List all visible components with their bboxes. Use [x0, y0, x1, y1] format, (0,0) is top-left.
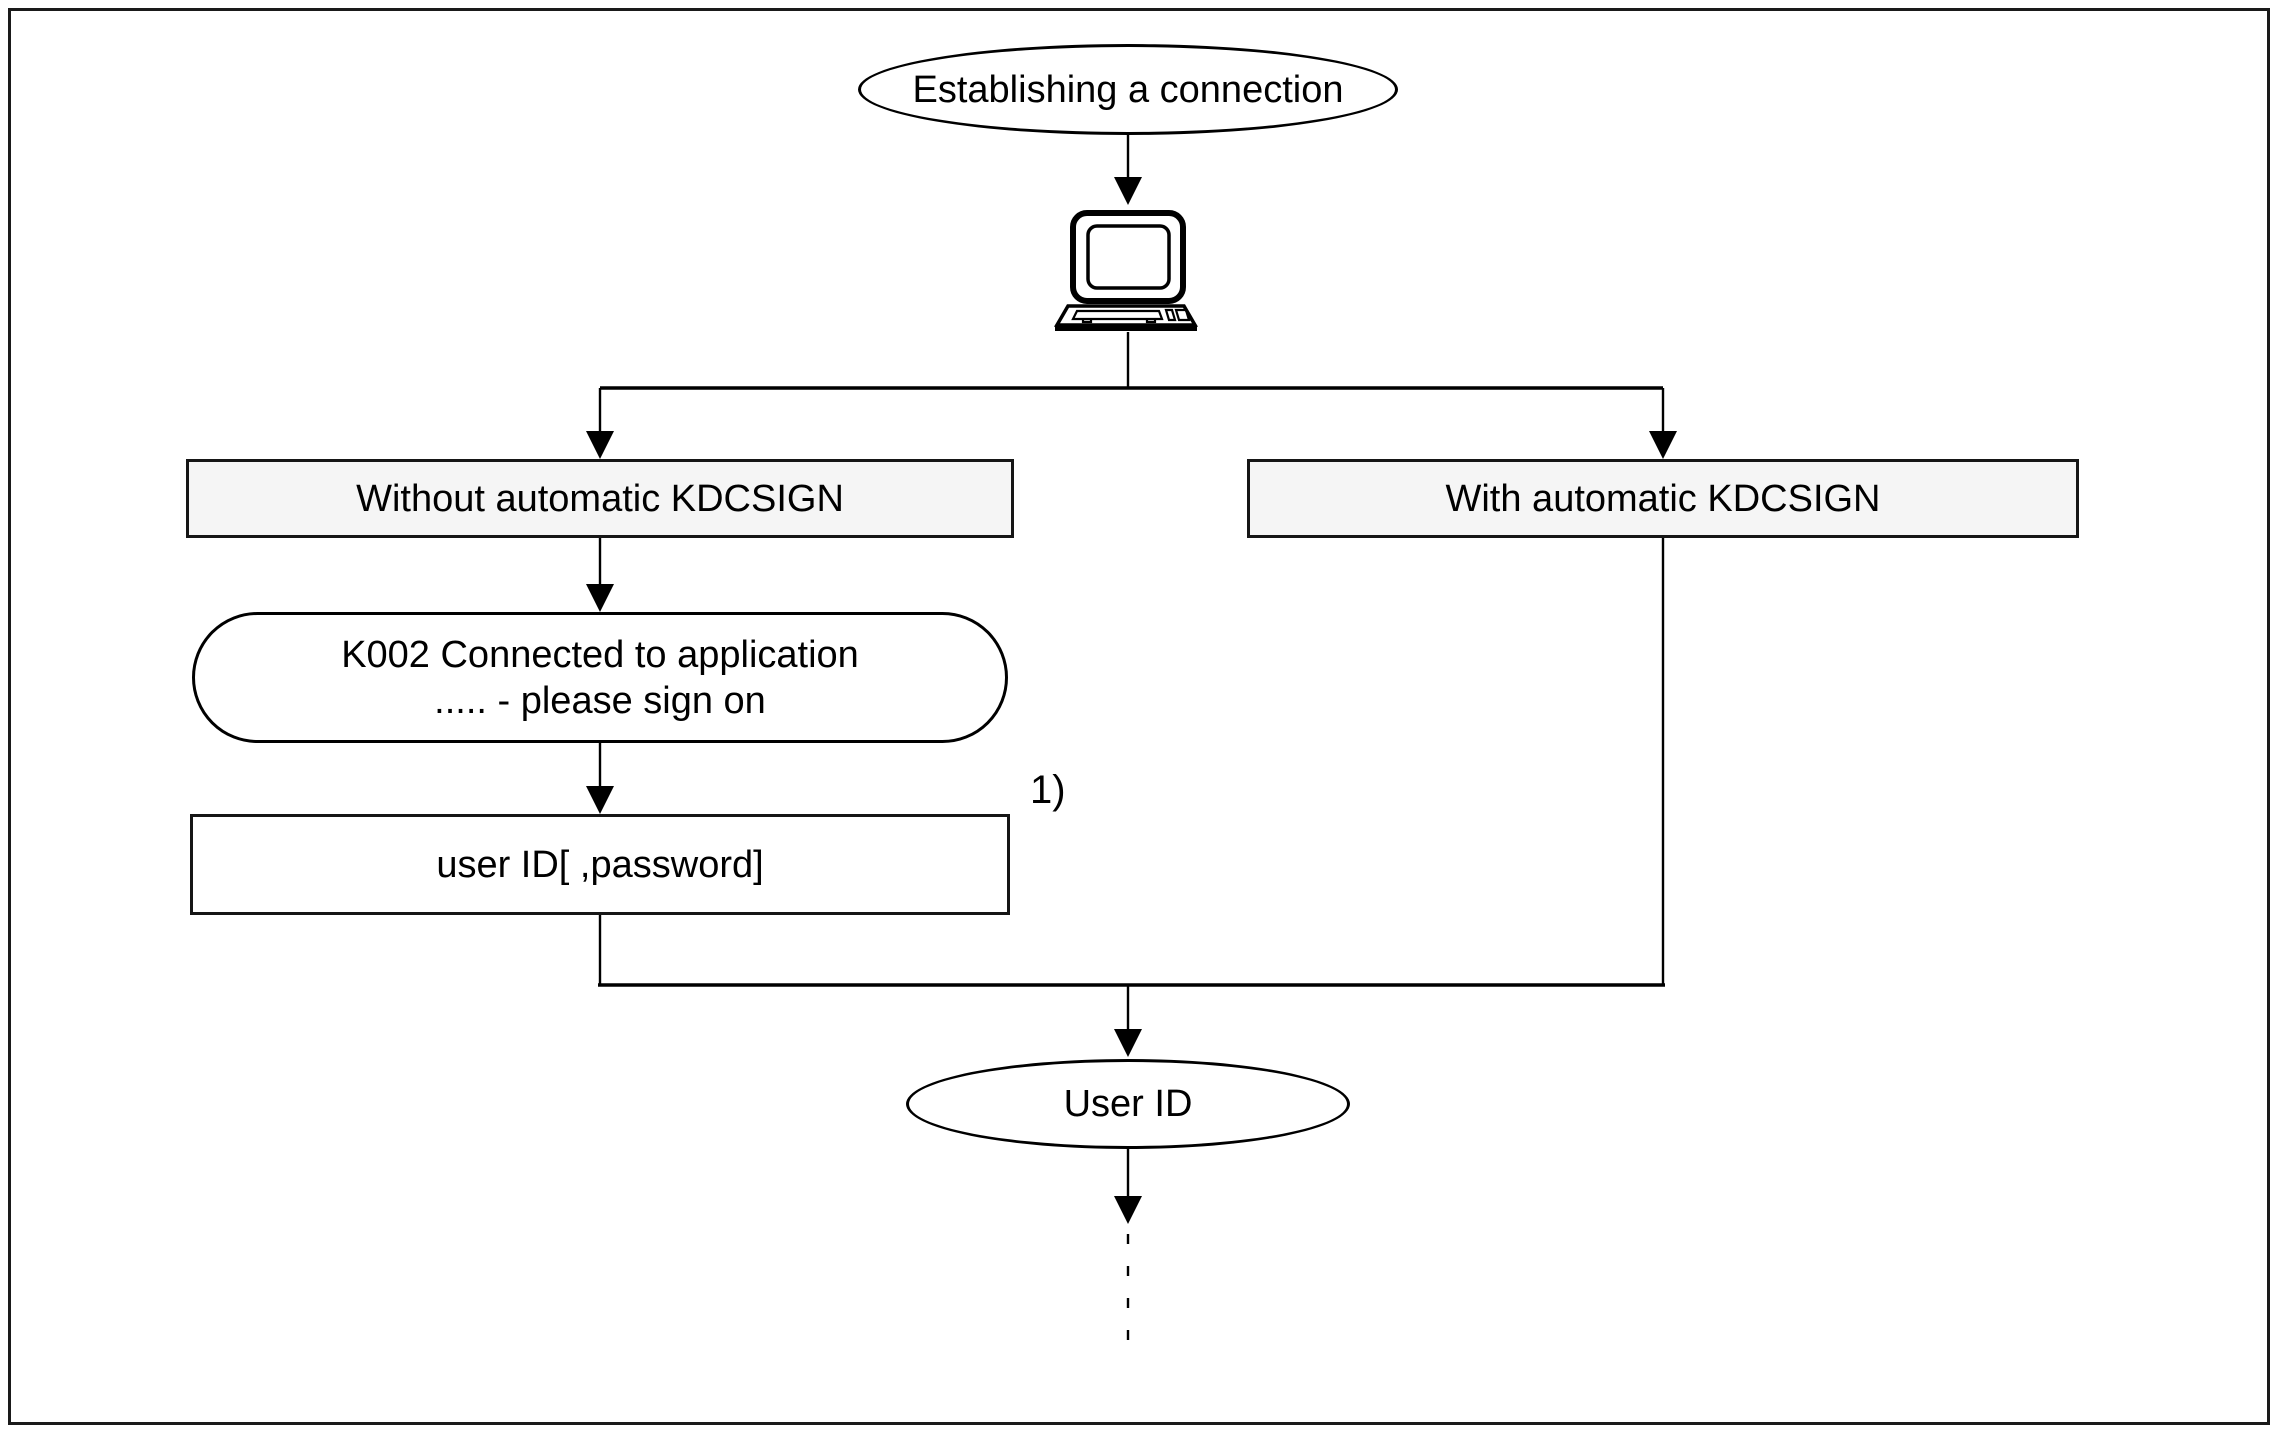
- keyboard-side-key: [1174, 308, 1191, 322]
- computer-terminal-icon: [1053, 210, 1199, 331]
- arrow-left-branch-to-message: [586, 538, 614, 612]
- connector-terminal-to-split: [600, 332, 1663, 390]
- arrow-result-to-continuation: [1114, 1149, 1142, 1348]
- arrow-merge-to-result: [1114, 985, 1142, 1057]
- monitor-screen: [1086, 224, 1171, 290]
- k002-message-stadium: K002 Connected to application ..... - pl…: [192, 612, 1008, 743]
- diagram-border-frame: [8, 8, 2270, 1425]
- keyboard-front: [1055, 325, 1197, 331]
- keyboard-side-key: [1164, 308, 1177, 322]
- footnote-marker: 1): [1030, 768, 1066, 812]
- message-line1: K002 Connected to application: [341, 633, 859, 676]
- branch-left-label: Without automatic KDCSIGN: [356, 477, 844, 520]
- start-ellipse: Establishing a connection: [858, 44, 1398, 135]
- keyboard-key-area: [1071, 309, 1164, 321]
- message-line2: ..... - please sign on: [434, 679, 766, 722]
- arrow-split-to-right-branch: [1649, 388, 1677, 459]
- user-input-label: user ID[ ,password]: [436, 843, 764, 886]
- branch-box-without-kdcsign: Without automatic KDCSIGN: [186, 459, 1014, 538]
- arrow-message-to-input: [586, 743, 614, 814]
- start-label: Establishing a connection: [912, 68, 1344, 111]
- branch-box-with-kdcsign: With automatic KDCSIGN: [1247, 459, 2079, 538]
- arrow-split-to-left-branch: [586, 388, 614, 459]
- result-label: User ID: [1063, 1083, 1193, 1125]
- user-input-box: user ID[ ,password]: [190, 814, 1010, 915]
- branch-right-label: With automatic KDCSIGN: [1445, 477, 1881, 520]
- result-ellipse: User ID: [906, 1059, 1350, 1149]
- connector-merge: [598, 538, 1665, 987]
- arrow-start-to-terminal: [1114, 135, 1142, 205]
